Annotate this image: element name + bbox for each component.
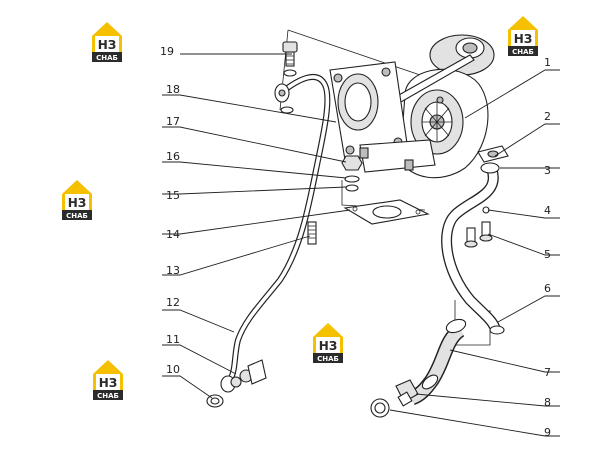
flange-bolts	[464, 206, 493, 248]
callout-12: 12	[166, 296, 180, 309]
nut-and-washers	[341, 155, 363, 192]
callout-11: 11	[166, 333, 180, 346]
callout-18: 18	[166, 83, 180, 96]
stud	[307, 221, 317, 245]
logo-mark: НЗ	[98, 38, 117, 52]
logo-word: СНАБ	[66, 212, 88, 220]
logo-word: СНАБ	[96, 54, 118, 62]
logo-center: НЗ СНАБ	[313, 323, 343, 363]
callout-3: 3	[544, 164, 551, 177]
logo-mark: НЗ	[68, 196, 87, 210]
logo-top-right: НЗ СНАБ	[508, 16, 538, 56]
logo-mark: НЗ	[99, 376, 118, 390]
callout-7: 7	[544, 366, 551, 379]
callout-19: 19	[160, 45, 174, 58]
callout-17: 17	[166, 115, 180, 128]
callout-2: 2	[544, 110, 551, 123]
callout-16: 16	[166, 150, 180, 163]
logo-mark: НЗ	[319, 339, 338, 353]
logo-word: СНАБ	[97, 392, 119, 400]
turbo-gasket	[343, 199, 430, 225]
callout-8: 8	[544, 396, 551, 409]
callout-4: 4	[544, 204, 551, 217]
callout-14: 14	[166, 228, 180, 241]
logo-word: СНАБ	[512, 48, 534, 56]
logo-middle-left: НЗ СНАБ	[62, 180, 92, 220]
logo-word: СНАБ	[317, 355, 339, 363]
logo-bottom-left: НЗ СНАБ	[93, 360, 123, 400]
pipe-fitting-bottom	[206, 359, 267, 408]
leader-lines	[162, 53, 560, 437]
oil-feed-pipe	[220, 73, 331, 393]
callout-13: 13	[166, 264, 180, 277]
callout-15: 15	[166, 189, 180, 202]
banjo-bolt	[280, 41, 298, 114]
turbocharger	[329, 34, 495, 179]
logo-top-left: НЗ СНАБ	[92, 22, 122, 62]
callout-6: 6	[544, 282, 551, 295]
callout-1: 1	[544, 56, 551, 69]
callout-10: 10	[166, 363, 180, 376]
oil-return-pipe	[441, 145, 509, 335]
callout-9: 9	[544, 426, 551, 439]
logo-mark: НЗ	[514, 32, 533, 46]
callout-numbers: 19 18 17 16 15 14 13 12 11 10 1 2 3 4 5 …	[160, 45, 551, 439]
callout-5: 5	[544, 248, 551, 261]
return-fitting	[370, 379, 419, 418]
return-hose	[409, 318, 467, 406]
